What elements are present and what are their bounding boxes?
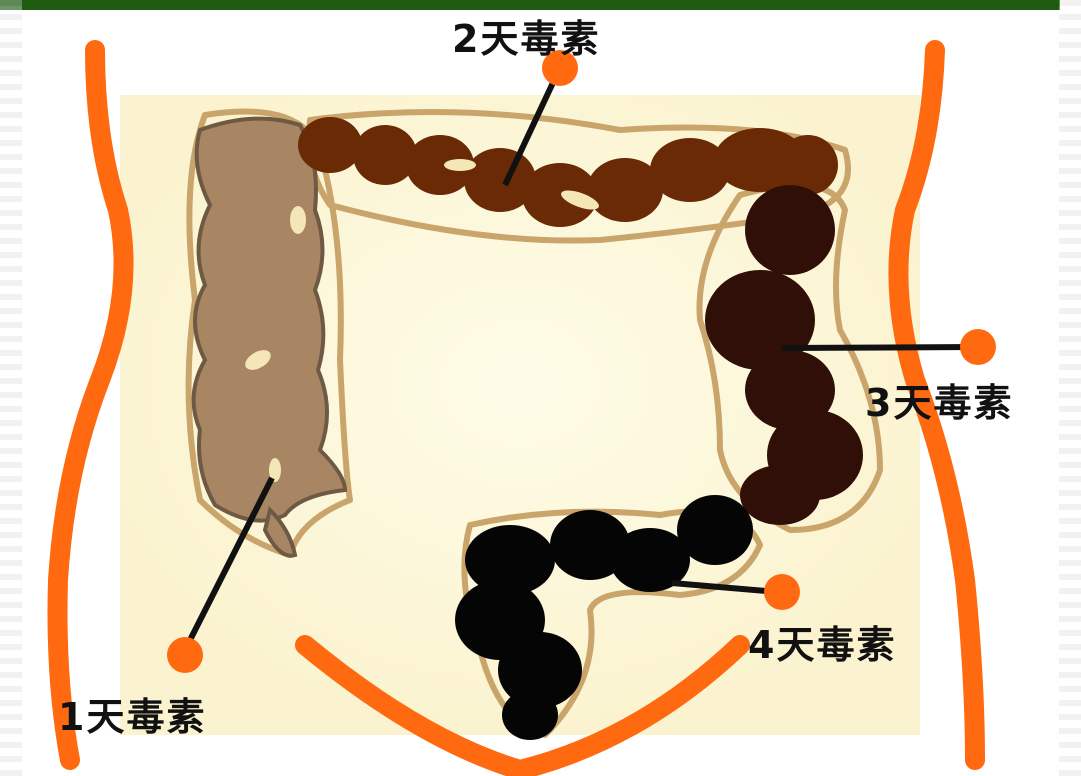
label-day2: 2天毒素: [452, 8, 600, 63]
marker-dot-day4: [764, 574, 800, 610]
label-day1: 1天毒素: [58, 686, 206, 741]
leader-line-day3: [782, 347, 975, 348]
label-day3: 3天毒素: [865, 372, 1013, 427]
marker-dot-day1: [167, 637, 203, 673]
body-outline-left: [58, 50, 124, 760]
label-day4: 4天毒素: [748, 614, 896, 669]
marker-dot-day3: [960, 329, 996, 365]
